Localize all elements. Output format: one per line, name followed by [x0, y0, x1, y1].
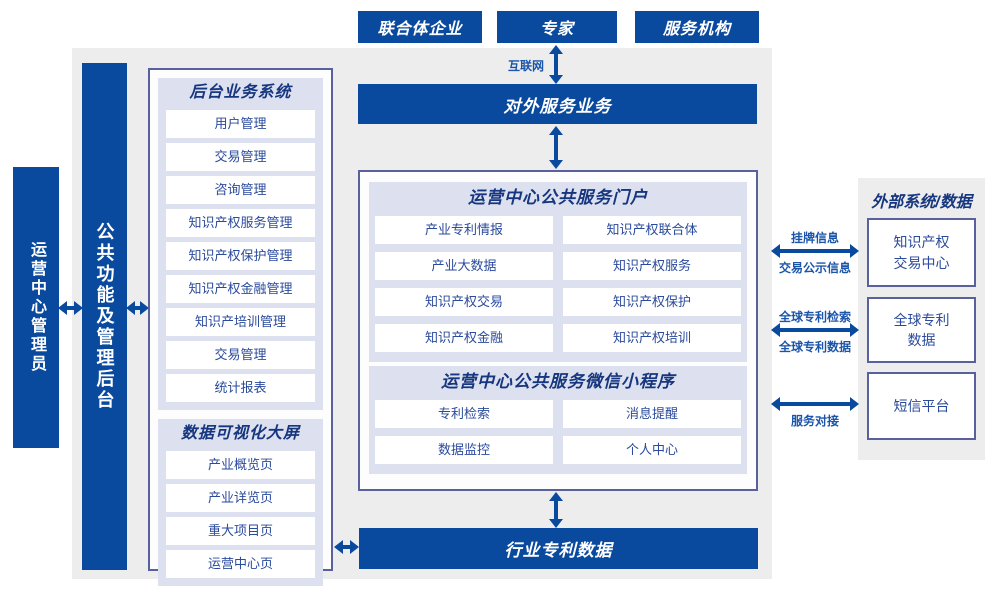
- dataviz-item: 重大项目页: [166, 517, 315, 545]
- backend-item: 咨询管理: [166, 176, 315, 204]
- center-service-box: 运营中心公共服务门户 产业专利情报 知识产权联合体 产业大数据 知识产权服务 知…: [358, 170, 758, 491]
- dataviz-section: 数据可视化大屏 产业概览页 产业详览页 重大项目页 运营中心页: [158, 419, 323, 586]
- backend-item: 用户管理: [166, 110, 315, 138]
- portal-section: 运营中心公共服务门户 产业专利情报 知识产权联合体 产业大数据 知识产权服务 知…: [369, 182, 747, 362]
- portal-item: 知识产权服务: [563, 252, 741, 280]
- industry-patent-bar: 行业专利数据: [359, 528, 758, 569]
- actor-consortium-enterprise: 联合体企业: [358, 11, 482, 43]
- backend-item: 知识产权保护管理: [166, 242, 315, 270]
- miniprogram-item: 专利检索: [375, 400, 553, 428]
- industry-data-arrow: [549, 492, 563, 528]
- external-systems-title: 外部系统/数据: [871, 194, 972, 211]
- backend-item: 交易管理: [166, 143, 315, 171]
- operation-admin-box: 运营中心管理员: [13, 167, 59, 448]
- internet-label: 互联网: [507, 59, 544, 73]
- portal-item: 产业大数据: [375, 252, 553, 280]
- miniprogram-section: 运营中心公共服务微信小程序 专利检索 消息提醒 数据监控 个人中心: [369, 366, 747, 474]
- portal-item: 知识产权保护: [563, 288, 741, 316]
- trade-publicity-label: 交易公示信息: [778, 261, 851, 275]
- backend-item: 知识产权金融管理: [166, 275, 315, 303]
- backend-system-section: 后台业务系统 用户管理 交易管理 咨询管理 知识产权服务管理 知识产权保护管理 …: [158, 78, 323, 410]
- dataviz-industry-arrow: [334, 540, 359, 554]
- dataviz-item: 产业详览页: [166, 484, 315, 512]
- portal-item: 产业专利情报: [375, 216, 553, 244]
- miniprogram-item: 数据监控: [375, 436, 553, 464]
- actor-service-agency: 服务机构: [635, 11, 759, 43]
- portal-item: 知识产权金融: [375, 324, 553, 352]
- backend-item: 统计报表: [166, 374, 315, 402]
- admin-backend-arrow: [58, 301, 83, 315]
- miniprogram-item: 消息提醒: [563, 400, 741, 428]
- global-patent-data-box: 全球专利 数据: [867, 297, 976, 363]
- backend-system-title: 后台业务系统: [189, 84, 292, 101]
- dataviz-item: 运营中心页: [166, 550, 315, 578]
- portal-title: 运营中心公共服务门户: [468, 188, 648, 207]
- external-service-bar: 对外服务业务: [358, 84, 757, 124]
- actor-expert: 专家: [497, 11, 617, 43]
- portal-item: 知识产权联合体: [563, 216, 741, 244]
- patent-link-arrow: [771, 323, 859, 337]
- public-function-backend-bar: 公共功能及管理后台: [82, 63, 127, 570]
- listing-info-label: 挂牌信息: [790, 231, 839, 245]
- trading-link-arrow: [771, 244, 859, 258]
- global-patent-data-label: 全球专利数据: [778, 340, 851, 354]
- backend-system-arrow: [126, 301, 149, 315]
- backend-item: 交易管理: [166, 341, 315, 369]
- portal-item: 知识产权交易: [375, 288, 553, 316]
- dataviz-item: 产业概览页: [166, 451, 315, 479]
- service-connect-label: 服务对接: [790, 414, 839, 428]
- internet-arrow: [549, 45, 563, 84]
- miniprogram-item: 个人中心: [563, 436, 741, 464]
- dataviz-title: 数据可视化大屏: [180, 425, 300, 442]
- sms-link-arrow: [771, 397, 859, 411]
- external-systems-panel: 外部系统/数据 知识产权 交易中心 全球专利 数据 短信平台: [858, 178, 985, 460]
- backend-item: 知识产培训管理: [166, 308, 315, 336]
- global-patent-search-label: 全球专利检索: [778, 310, 851, 324]
- ip-trading-center-box: 知识产权 交易中心: [867, 218, 976, 287]
- miniprogram-title: 运营中心公共服务微信小程序: [441, 372, 675, 391]
- portal-item: 知识产权培训: [563, 324, 741, 352]
- sms-platform-box: 短信平台: [867, 372, 976, 440]
- backend-item: 知识产权服务管理: [166, 209, 315, 237]
- portal-connect-arrow: [549, 126, 563, 169]
- left-systems-box: 后台业务系统 用户管理 交易管理 咨询管理 知识产权服务管理 知识产权保护管理 …: [148, 68, 333, 586]
